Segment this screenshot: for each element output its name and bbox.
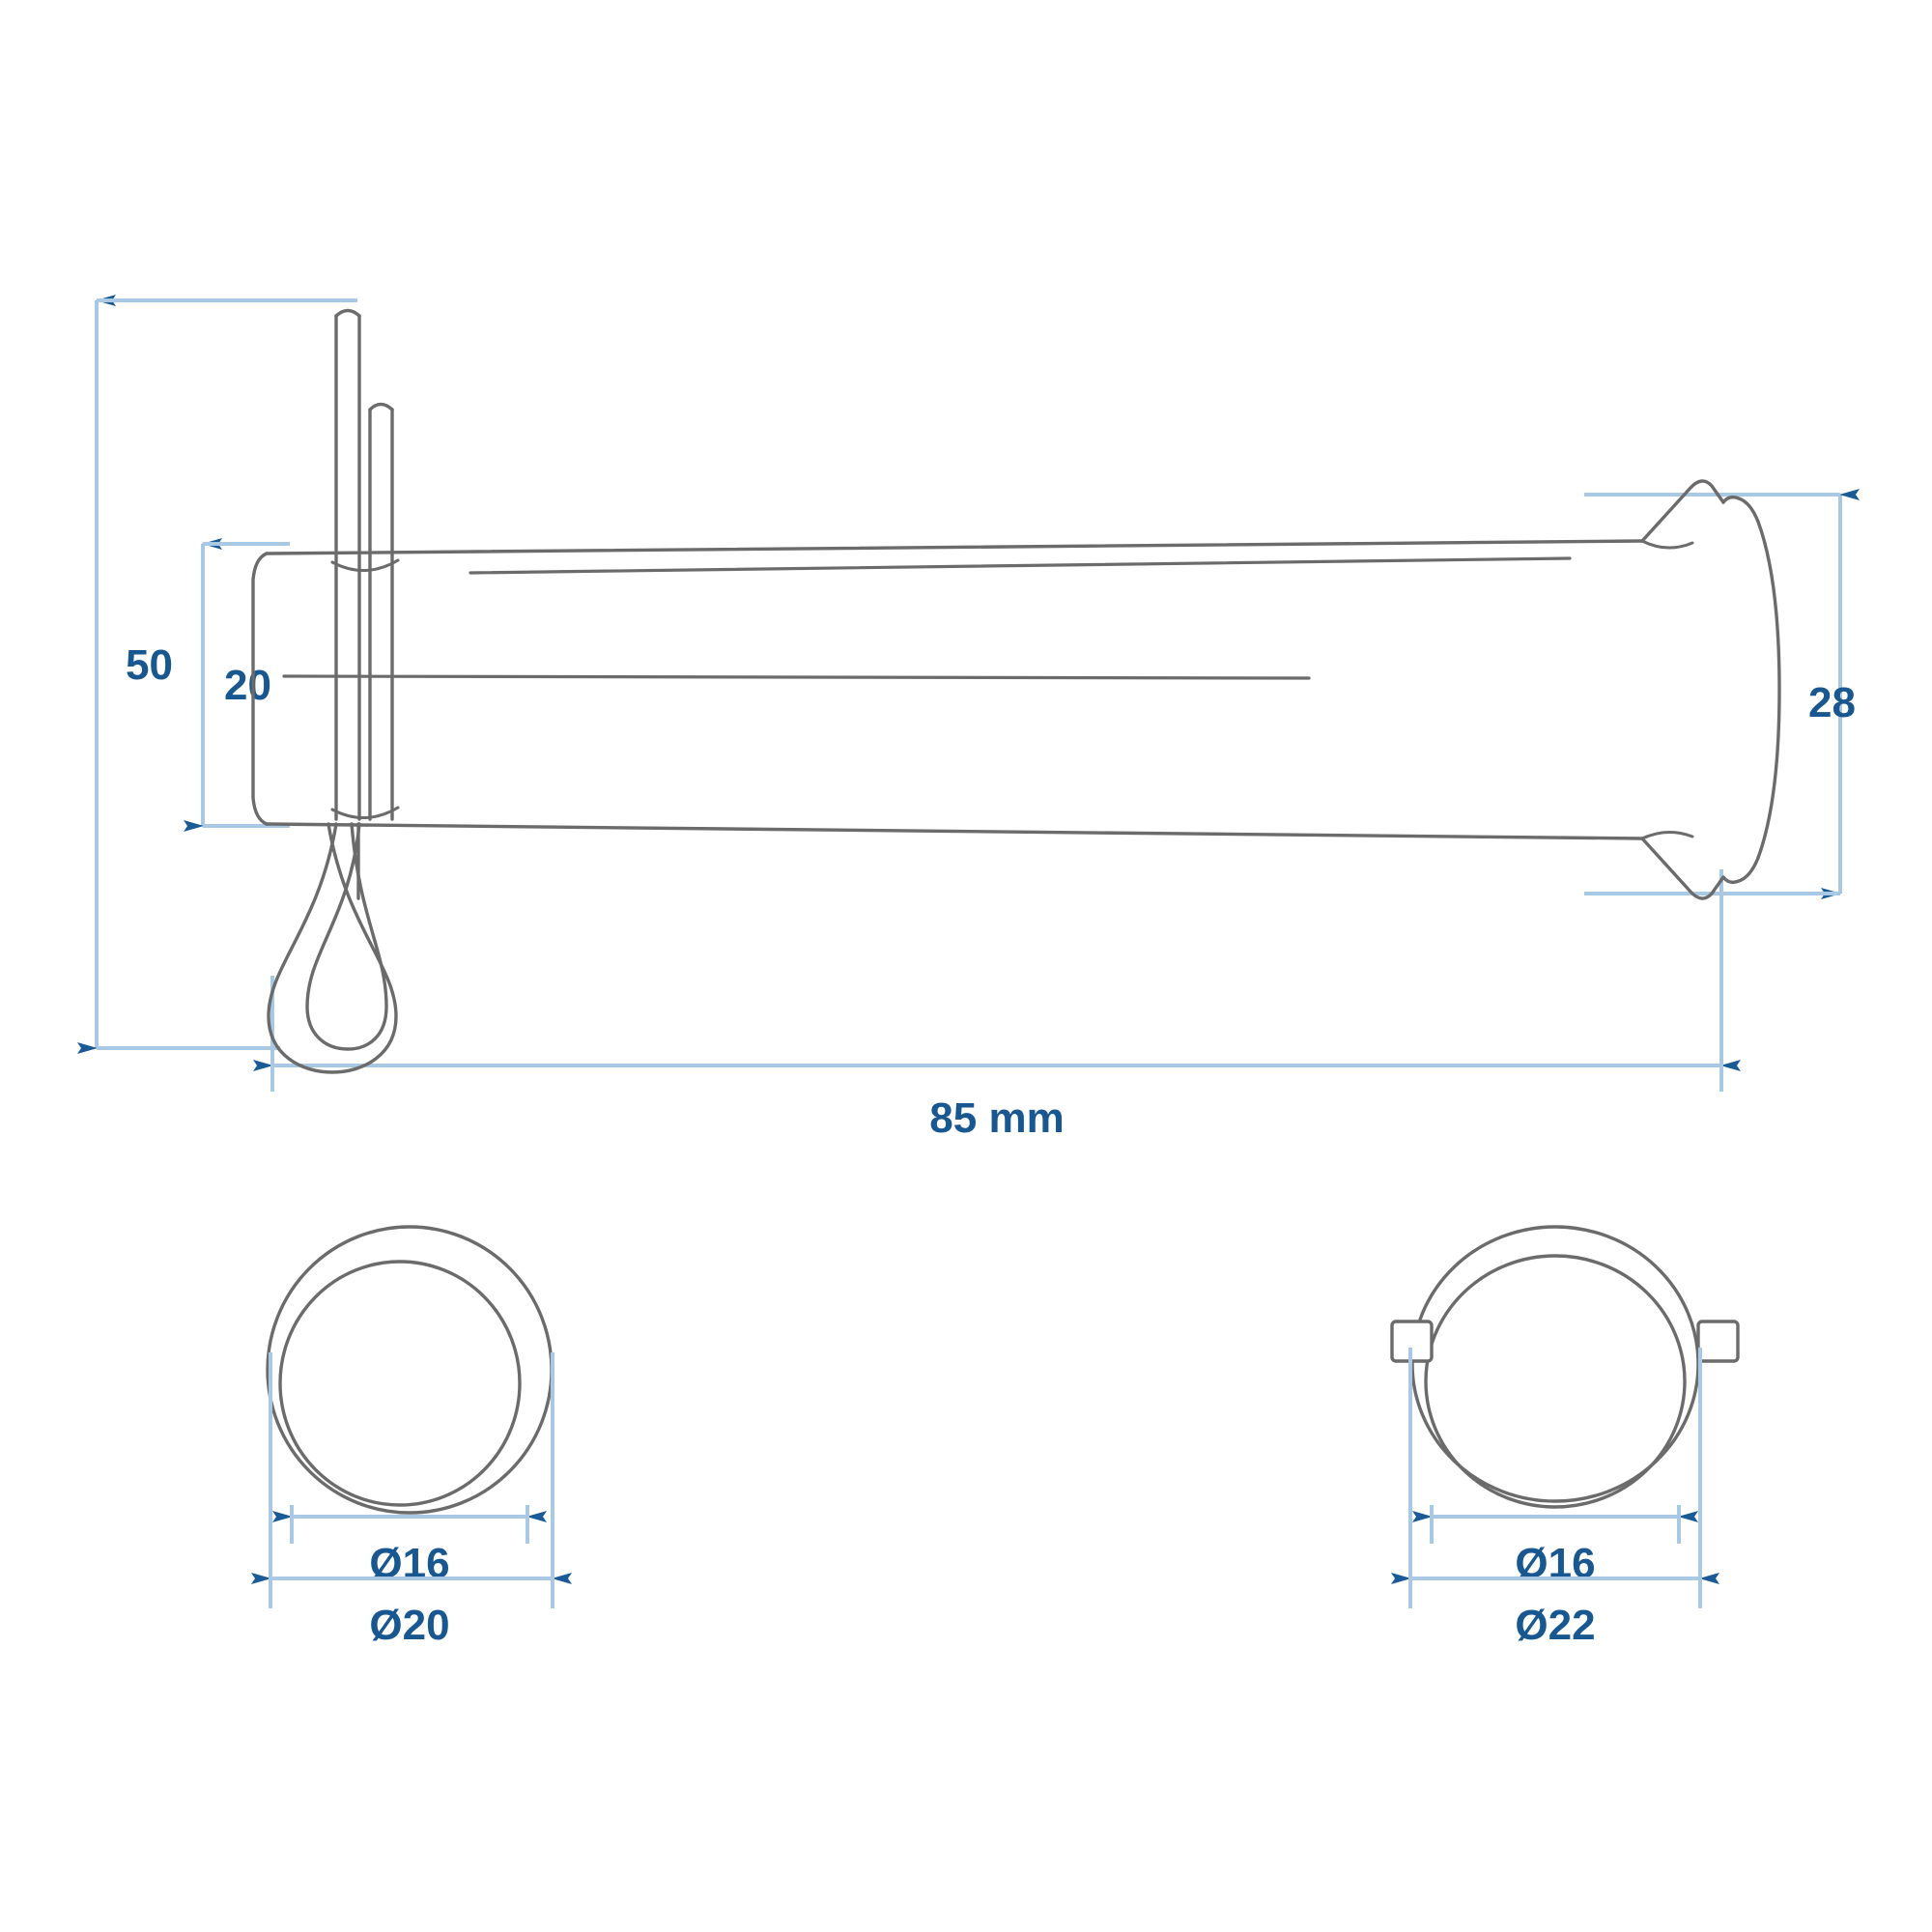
flared-collar-bottom-bump xyxy=(1721,856,1760,885)
split-pin-prong-short-tip xyxy=(368,402,394,412)
right-tab-right xyxy=(1696,1320,1740,1363)
flare-seam-arc-top xyxy=(1640,539,1694,550)
dimension-label-28: 28 xyxy=(1808,679,1856,726)
dimension-flange-diameter: 28 xyxy=(1584,489,1860,899)
left-inner-circle xyxy=(278,1260,522,1507)
flared-collar-top xyxy=(1640,479,1725,543)
right-inner-circle xyxy=(1424,1254,1687,1509)
dimension-label-20: 20 xyxy=(224,662,271,709)
tube-top-edge xyxy=(265,539,1644,555)
dimension-overall-height: 50 xyxy=(77,295,357,1054)
dimension-tube-diameter: 20 xyxy=(184,538,290,832)
split-pin-loop-inner xyxy=(305,822,388,1051)
split-pin-loop-outer xyxy=(267,822,398,1074)
dimension-label-dia20-left: Ø20 xyxy=(369,1602,449,1649)
section-view-right: Ø16 Ø22 xyxy=(1390,1225,1740,1649)
dimension-label-85: 85 mm xyxy=(929,1094,1064,1142)
flared-collar-right-arc xyxy=(1756,520,1781,860)
flared-collar-bottom xyxy=(1640,837,1725,900)
tube-left-end-cap xyxy=(251,552,269,826)
bore-line-lower xyxy=(282,674,1311,680)
dimension-outer-right: Ø22 xyxy=(1391,1348,1719,1649)
split-pin-prong-long-tip xyxy=(334,308,361,318)
dimension-label-50: 50 xyxy=(126,641,173,689)
flared-collar-top-bump xyxy=(1721,495,1760,524)
tube-bottom-edge xyxy=(265,822,1644,840)
side-view-geometry xyxy=(251,308,1781,1074)
left-outer-circle xyxy=(266,1225,554,1515)
dimension-bore-right: Ø16 xyxy=(1412,1505,1698,1587)
dimension-overall-length: 85 mm xyxy=(253,869,1741,1142)
dimension-group-side-view: 50 20 28 85 mm xyxy=(77,295,1860,1142)
bore-line-upper xyxy=(469,556,1572,575)
dimension-outer-left: Ø20 xyxy=(251,1352,572,1649)
dimension-bore-left: Ø16 xyxy=(272,1505,547,1587)
flare-seam-arc-bottom xyxy=(1640,831,1694,840)
section-view-left: Ø16 Ø20 xyxy=(251,1225,572,1649)
pin-hole-arc-top xyxy=(330,558,400,572)
dimension-label-dia22-right: Ø22 xyxy=(1515,1602,1595,1649)
pin-hole-arc-bottom xyxy=(330,806,400,819)
